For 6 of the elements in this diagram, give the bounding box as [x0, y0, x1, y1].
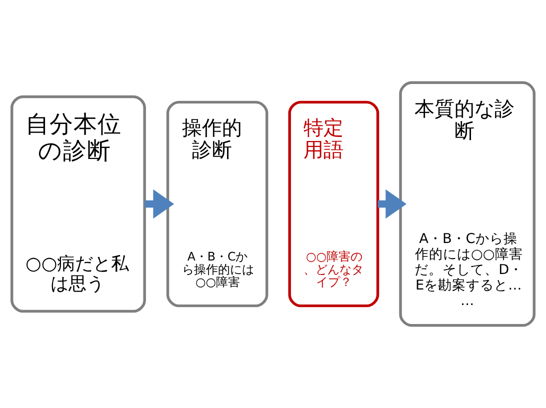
node-box: 自分本位の診断 ○○病だと私は思う [10, 95, 146, 313]
node-box: 本質的な診断 A・B・Cから操作的には○○障害だ。そして、D・Eを勘案すると…… [399, 81, 536, 327]
arrow [144, 189, 174, 219]
node-box: 操作的診断 A・B・Cから操作的には○○障害 [166, 100, 268, 308]
arrow [378, 189, 407, 219]
node-box: 特定用語 ○○障害の、どんなタイプ？ [288, 100, 380, 308]
